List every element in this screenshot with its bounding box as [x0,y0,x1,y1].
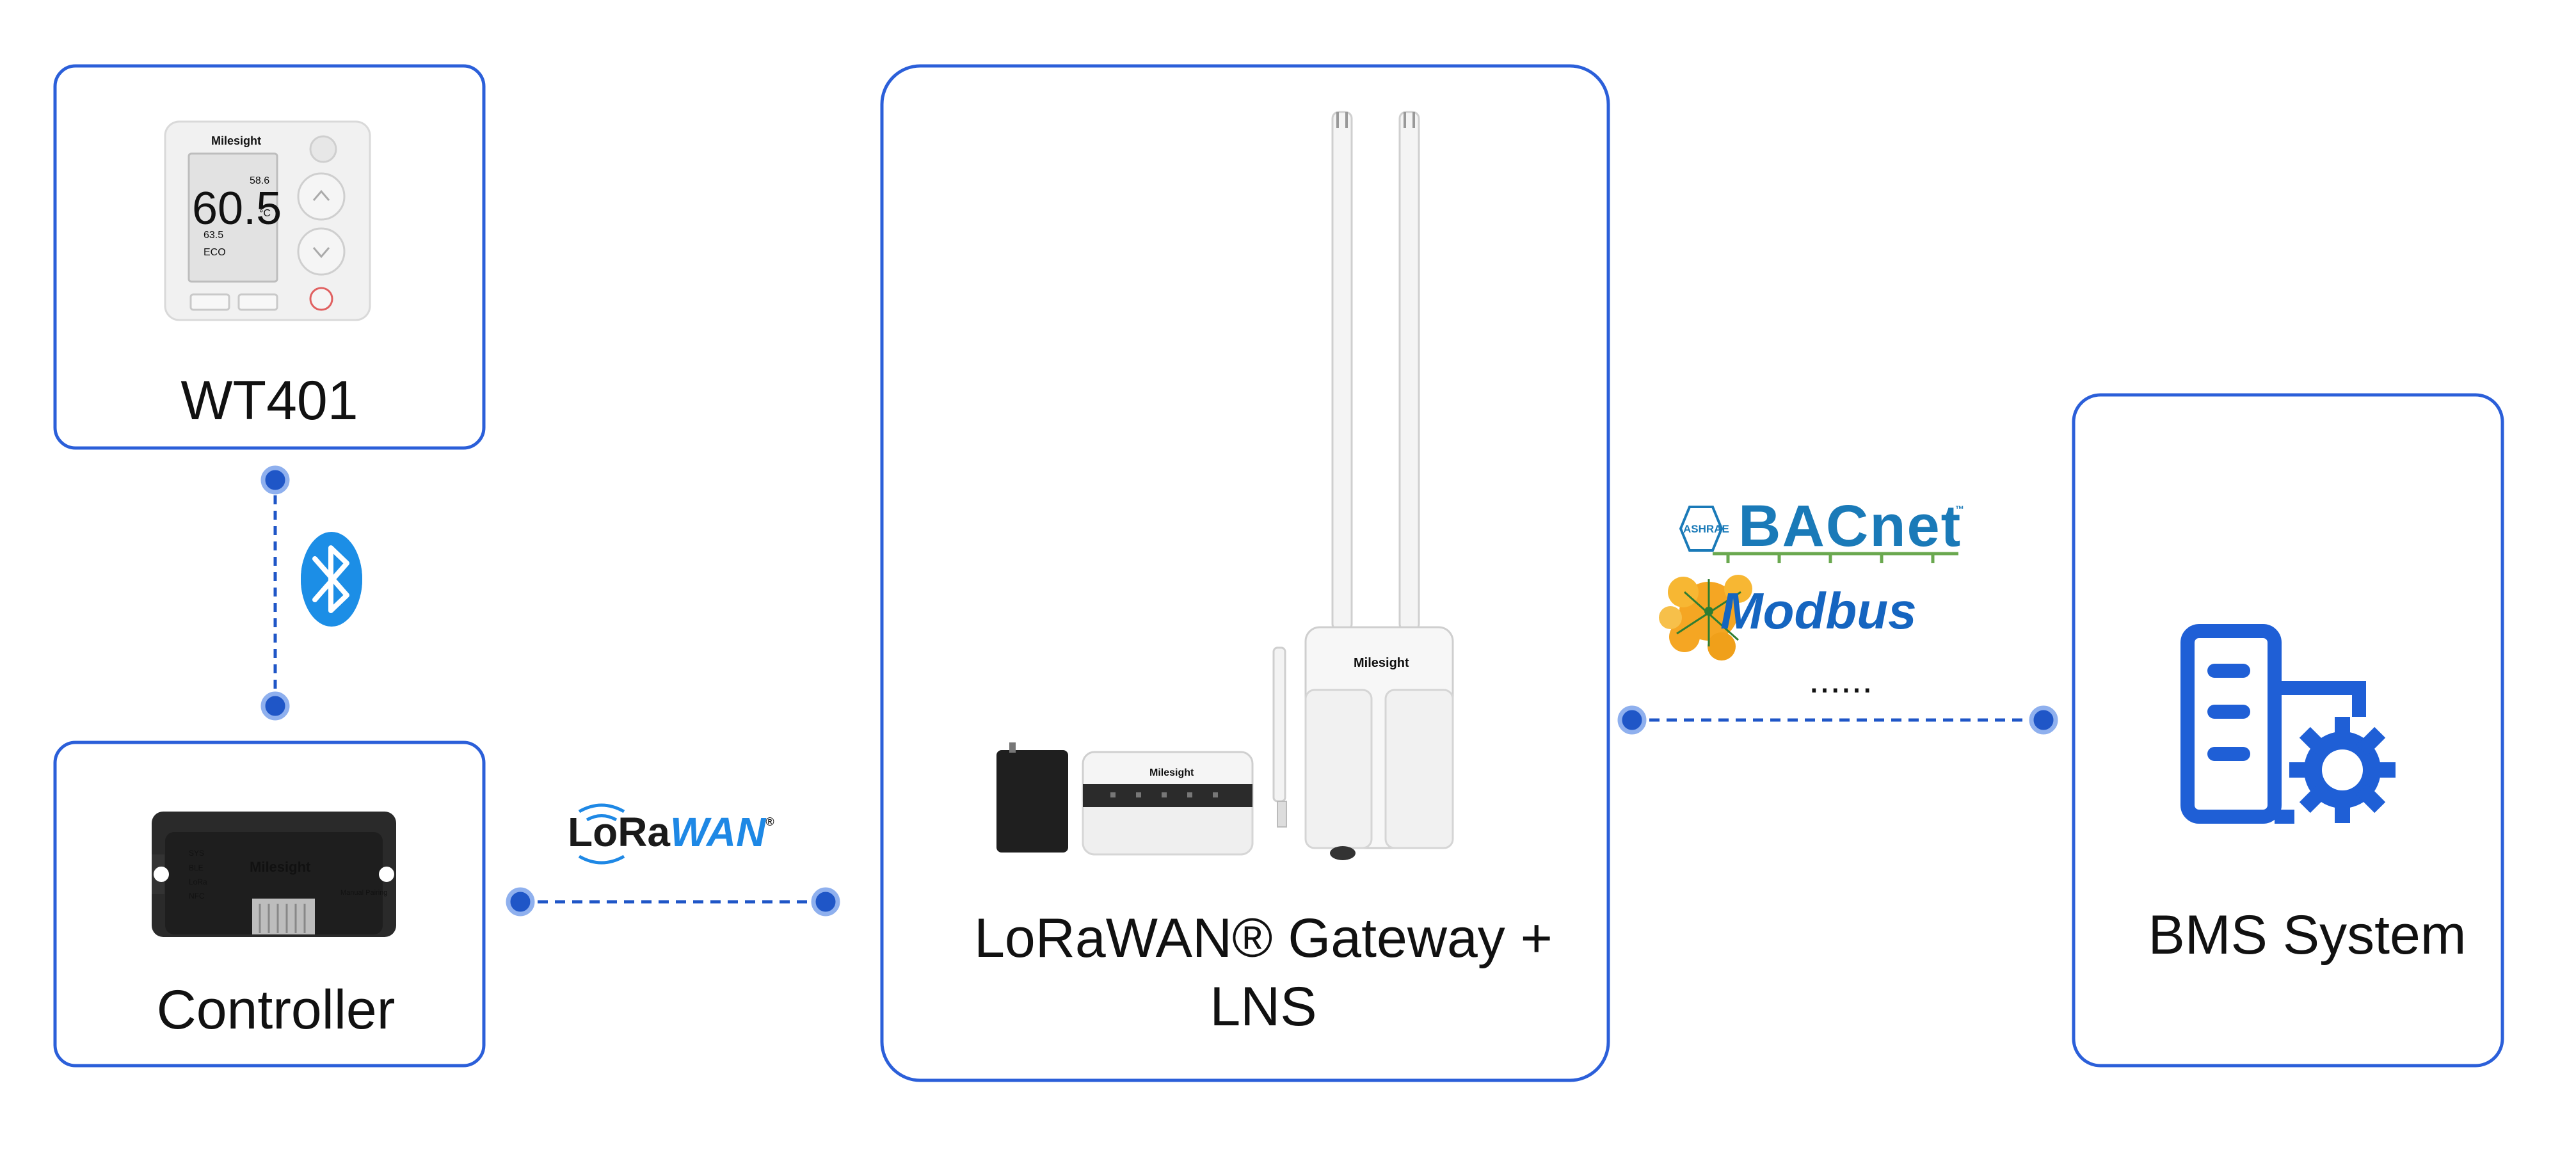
gateway-label-line2: LNS [1210,976,1316,1037]
mount-hole [154,867,169,882]
thermostat-screen [188,152,278,283]
more-protocols-ellipsis: ...... [1809,658,1873,701]
led-label: LoRa [189,877,207,886]
protocol-connector [1617,705,2058,735]
module-gateway [996,750,1068,853]
bacnet-prefix: ASHRAE [1683,523,1729,535]
function-button [189,293,230,311]
bacnet-trademark: ™ [1955,504,1964,514]
temperature-unit: °C [259,208,271,219]
led-label: NFC [189,892,205,901]
led-label: BLE [189,863,204,872]
controller-brand-label: Milesight [250,859,311,875]
bms-box [2072,393,2504,1068]
temperature-reading: 60.5 [192,183,282,234]
modbus-logo: Modbus [1659,575,1917,661]
bluetooth-icon [301,532,362,627]
controller-device-image: Milesight SYS BLE LoRa NFC Manual Pairin… [152,812,396,937]
connector-dot [811,887,840,917]
humidity-reading: 58.6 [250,175,269,186]
antenna [1331,111,1353,632]
svg-text:LoRaWAN®: LoRaWAN® [568,809,774,855]
wt401-label: WT401 [180,370,358,431]
led-label: SYS [189,849,204,858]
lorawan-logo: LoRaWAN® [568,803,774,865]
connector-dot [260,691,290,721]
modbus-label: Modbus [1720,582,1917,639]
connector-dot [2029,705,2058,735]
bms-label: BMS System [2148,904,2467,966]
down-button [297,227,346,276]
bacnet-label: BACnet [1738,493,1962,559]
gateway-label-line1: LoRaWAN® Gateway + [974,908,1553,969]
device-brand-label: Milesight [211,134,261,147]
gateway-devices-image: Milesight Milesight [996,111,1454,860]
up-button [297,172,346,221]
bluetooth-connector [260,465,290,721]
mount-hole [379,867,394,882]
lorawan-connector [506,887,840,917]
setpoint-reading: 63.5 [204,230,223,241]
indoor-gateway-brand: Milesight [1149,767,1194,778]
power-button [309,287,333,311]
mode-indicator: ECO [204,247,226,258]
sensor-dot [309,135,337,163]
gateway-brand-label: Milesight [1354,656,1409,670]
building-gear-icon [2180,624,2366,824]
function-button [237,293,278,311]
bacnet-logo: ASHRAE BACnet ™ [1679,493,1964,563]
connector-dot [1617,705,1647,735]
pairing-label: Manual Pairing [340,889,387,897]
gear-icon [2289,717,2396,823]
connector-dot [506,887,535,917]
controller-label: Controller [157,979,396,1041]
connector-dot [260,465,290,495]
thermostat-device-image: Milesight 60.5 °C 58.6 63.5 ECO [164,120,371,321]
antenna [1398,111,1420,632]
whip-antenna [1272,646,1286,803]
